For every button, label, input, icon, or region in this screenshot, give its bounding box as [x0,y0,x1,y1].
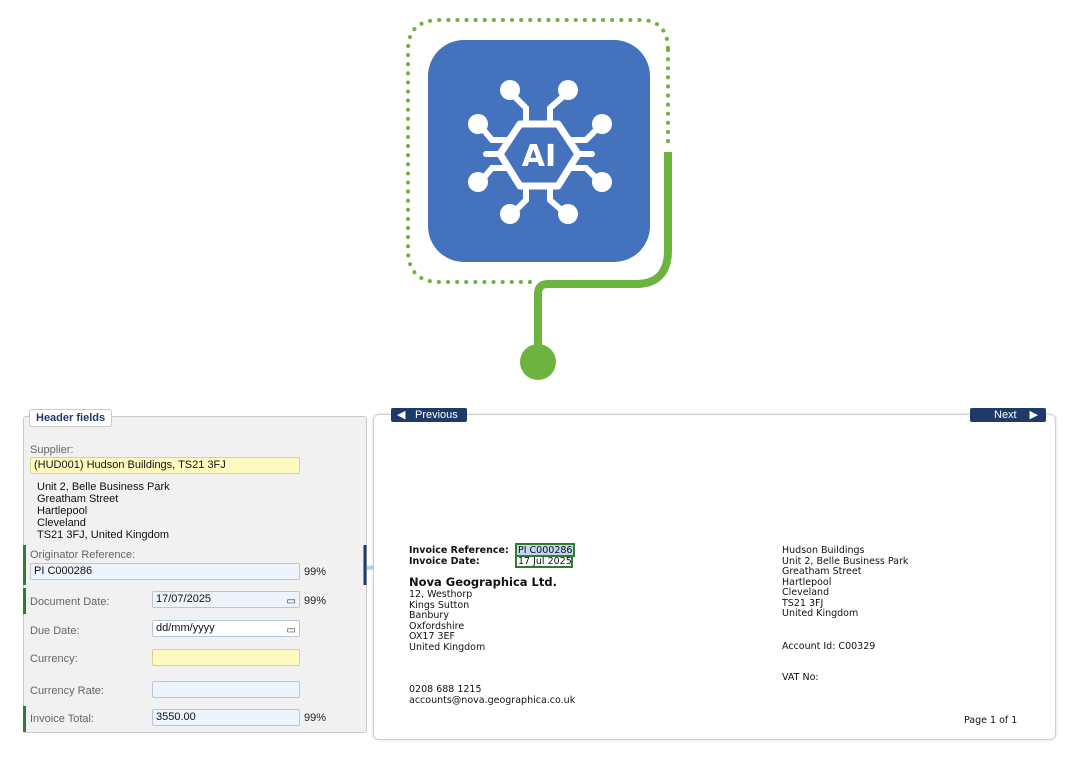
supplier-company-address: 12, Westhorp Kings Sutton Banbury Oxford… [409,589,486,653]
document-viewer [373,414,1056,740]
confidence-bar [23,588,26,614]
invoice-total-label: Invoice Total: [30,713,95,725]
ai-chip-icon [479,91,601,217]
invoice-date-value: 17 Jul 2025 [518,556,572,567]
address-line: Hartlepool [37,505,88,517]
originator-label: Originator Reference: [30,549,136,561]
document-date-confidence: 99% [304,595,327,607]
address-line: Greatham Street [37,493,119,505]
email: accounts@nova.geographica.co.uk [409,694,576,706]
panel-title: Header fields [29,409,113,427]
previous-button[interactable]: ◀ Previous [391,408,467,422]
document-date-label: Document Date: [30,596,110,608]
address-line: Cleveland [37,517,86,529]
originator-field[interactable]: PI C000286 [30,563,300,580]
address-line: United Kingdom [409,641,486,653]
due-date-label: Due Date: [30,625,80,637]
address-line: Hartlepool [782,576,832,588]
ai-hexagon [496,120,582,190]
previous-label: Previous [415,409,458,421]
calendar-icon[interactable]: ▭ [286,625,296,636]
next-button[interactable]: Next ▶ [970,408,1046,422]
invoice-reference-label: Invoice Reference: [409,545,509,556]
page-indicator: Page 1 of 1 [964,715,1018,726]
address-line: Unit 2, Belle Business Park [782,555,909,567]
arrow-right-icon: ▶ [1029,409,1038,421]
confidence-bar [23,545,26,585]
invoice-total-field[interactable]: 3550.00 [152,709,300,726]
document-date-field[interactable]: 17/07/2025 ▭ [152,591,300,608]
phone: 0208 688 1215 [409,684,482,695]
supplier-address: Unit 2, Belle Business Park Greatham Str… [37,481,170,541]
recipient-address: Hudson Buildings Unit 2, Belle Business … [782,545,909,620]
invoice-reference-value: PI C000286 [518,545,573,556]
address-line: TS21 3FJ, United Kingdom [37,529,170,541]
address-line: Cleveland [782,587,830,598]
address-line: United Kingdom [782,608,859,619]
supplier-label: Supplier: [30,444,74,456]
arrow-left-icon: ◀ [397,409,406,421]
currency-rate-field[interactable] [152,681,300,698]
ai-label: AI [522,139,556,174]
invoice-total-confidence: 99% [304,712,327,724]
address-line: Oxfordshire [409,620,465,632]
address-line: Kings Sutton [409,599,470,611]
address-line: OX17 3EF [409,631,455,642]
supplier-contact: 0208 688 1215 accounts@nova.geographica.… [409,684,576,706]
address-line: 12, Westhorp [409,589,473,600]
vat-number: VAT No: [782,672,819,683]
confidence-bar [23,706,26,732]
ai-hero-illustration: AI [406,18,672,380]
address-line: Hudson Buildings [782,545,865,556]
account-id: Account Id: C00329 [782,641,876,652]
next-label: Next [994,409,1017,421]
dotted-frame [406,18,670,284]
due-date-placeholder: dd/mm/yyyy [156,622,215,634]
calendar-icon[interactable]: ▭ [286,596,296,607]
connector-dot [520,344,556,380]
currency-label: Currency: [30,653,78,665]
invoice-date-label: Invoice Date: [409,556,480,567]
address-line: Banbury [409,610,449,621]
date-highlight[interactable] [515,555,573,568]
due-date-field[interactable]: dd/mm/yyyy ▭ [152,620,300,637]
currency-rate-label: Currency Rate: [30,685,104,697]
connector-line [534,152,672,345]
supplier-company-name: Nova Geographica Ltd. [409,575,557,589]
address-line: Unit 2, Belle Business Park [37,481,170,493]
ai-chip-nodes [468,80,612,224]
address-line: TS21 3FJ [782,597,824,609]
originator-confidence: 99% [304,566,327,578]
document-date-value: 17/07/2025 [156,593,212,605]
supplier-field[interactable]: (HUD001) Hudson Buildings, TS21 3FJ [30,457,300,474]
address-line: Greatham Street [782,566,862,577]
currency-field[interactable] [152,649,300,666]
